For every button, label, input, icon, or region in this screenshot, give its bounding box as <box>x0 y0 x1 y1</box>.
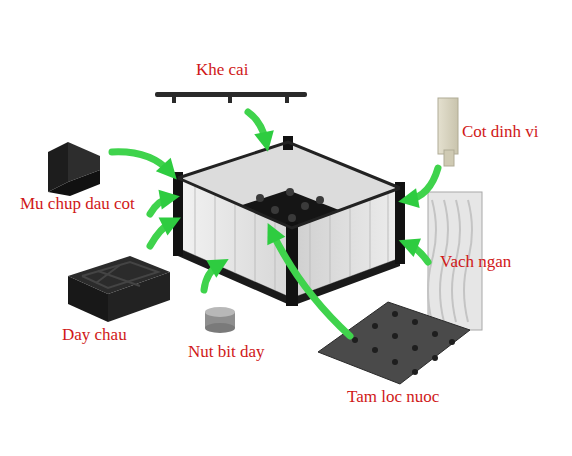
filter-sheet-part <box>318 302 470 384</box>
part-label: Cot dinh vi <box>462 122 539 142</box>
part-label: Day chau <box>62 325 127 345</box>
plug-part <box>205 307 235 333</box>
base-tray-part <box>68 256 170 322</box>
part-label: Tam loc nuoc <box>347 387 439 407</box>
part-label: Khe cai <box>196 60 248 80</box>
part-label: Mu chup dau cot <box>20 194 135 214</box>
cap-part <box>48 142 100 196</box>
post-part <box>438 98 458 166</box>
planter-box <box>173 136 405 306</box>
rail-part <box>155 92 307 103</box>
part-label: Nut bit day <box>188 342 265 362</box>
assembly-arrows <box>112 112 438 336</box>
part-label: Vach ngan <box>440 252 511 272</box>
